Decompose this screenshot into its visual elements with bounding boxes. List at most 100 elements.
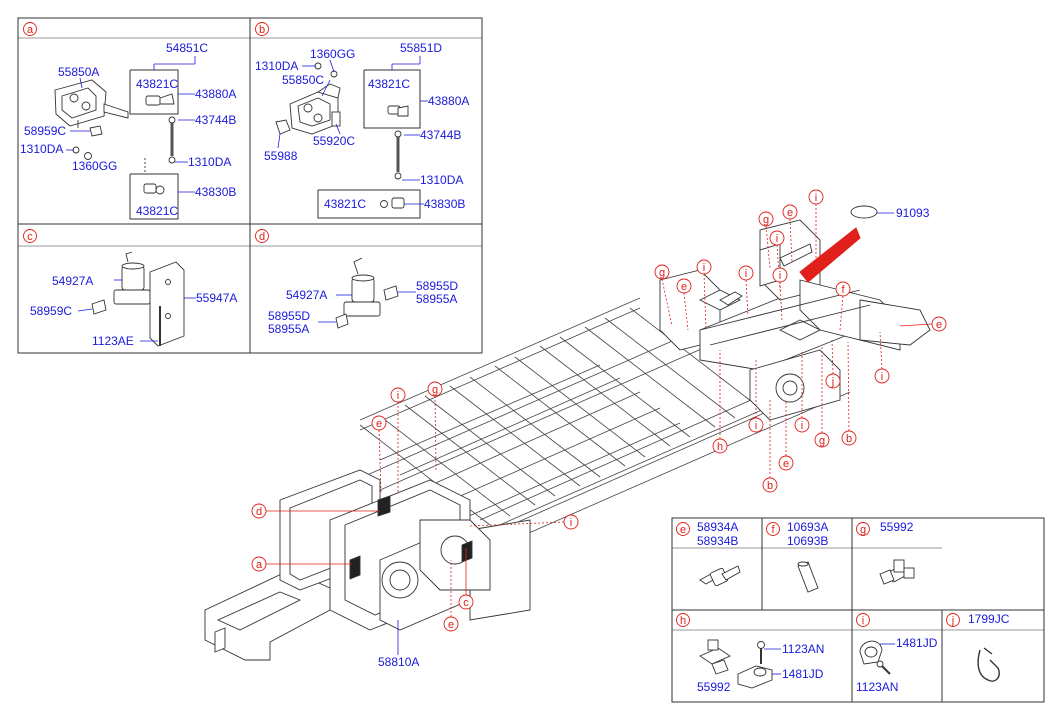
panel-c-letter: c bbox=[27, 231, 33, 243]
panel-b-badge bbox=[255, 22, 269, 36]
part-label: 58955D bbox=[268, 309, 310, 323]
panel-c: c 54927A 55947A 58959C 1123AE bbox=[23, 229, 237, 348]
connector-fitting-drawing bbox=[699, 565, 741, 587]
callout-c: c bbox=[463, 597, 469, 609]
callout-i: i bbox=[776, 233, 778, 245]
part-label: 1310DA bbox=[188, 155, 231, 169]
part-label: 1360GG bbox=[310, 47, 355, 61]
part-label: 10693B bbox=[787, 534, 828, 548]
callout-e: e bbox=[448, 619, 454, 631]
red-cover-strip bbox=[799, 227, 861, 283]
part-label: 55992 bbox=[697, 680, 731, 694]
part-label: 43821C bbox=[368, 77, 410, 91]
clip-drawing bbox=[859, 640, 891, 675]
legend-h-letter: h bbox=[680, 615, 686, 627]
panel-c-badge bbox=[23, 229, 37, 243]
part-label: 1310DA bbox=[255, 59, 298, 73]
callout-g: g bbox=[819, 435, 825, 447]
part-label: 1481JD bbox=[782, 667, 824, 681]
bracket-assembly-drawing bbox=[275, 83, 341, 135]
part-label: 43821C bbox=[136, 204, 178, 218]
chassis-frame-drawing: 91093 58810A bbox=[204, 205, 931, 669]
part-label: 58934A bbox=[697, 520, 738, 534]
callout-b: b bbox=[846, 433, 852, 445]
callout-i: i bbox=[779, 270, 781, 282]
panel-a-letter: a bbox=[27, 24, 34, 36]
small-parts-drawing bbox=[72, 125, 103, 160]
callout-i: i bbox=[397, 390, 399, 402]
part-label: 58955A bbox=[268, 322, 309, 336]
part-label: 1360GG bbox=[72, 159, 117, 173]
panel-d: d 54927A 58955D 58955A 58955D 58955A bbox=[255, 229, 458, 336]
part-label: 1123AN bbox=[782, 642, 824, 656]
part-label: 58955D bbox=[416, 279, 458, 293]
callout-a: a bbox=[256, 559, 263, 571]
bracket-assembly-drawing bbox=[54, 79, 129, 128]
sleeve-drawing bbox=[797, 561, 819, 593]
part-label: 55850A bbox=[58, 65, 99, 79]
part-label: 43880A bbox=[195, 87, 236, 101]
callout-g: g bbox=[659, 267, 665, 279]
callout-f: f bbox=[841, 284, 845, 296]
tee-fitting-drawing bbox=[879, 559, 915, 585]
part-label: 1310DA bbox=[420, 173, 463, 187]
callout-i: i bbox=[881, 371, 883, 383]
fitting-drawing bbox=[387, 105, 409, 117]
part-label: 55851D bbox=[400, 41, 442, 55]
panel-a: a 54851C 55850A 43821C 43880A 43744B 589… bbox=[20, 22, 236, 220]
part-label: 43744B bbox=[420, 128, 461, 142]
tee-fitting-drawing bbox=[699, 639, 731, 675]
part-label: 1799JC bbox=[968, 612, 1010, 626]
part-label: 43821C bbox=[136, 77, 178, 91]
callout-e: e bbox=[787, 207, 793, 219]
lower-fitting-drawing bbox=[143, 183, 165, 195]
panel-b: b 1360GG 55851D 1310DA 55850C 43821C 438… bbox=[255, 22, 469, 219]
callout-b: b bbox=[767, 480, 773, 492]
solenoid-valve-drawing bbox=[113, 251, 151, 305]
part-label: 10693A bbox=[787, 520, 828, 534]
callout-i: i bbox=[570, 517, 572, 529]
panel-a-badge bbox=[23, 22, 37, 36]
part-label: 43830B bbox=[424, 197, 465, 211]
part-label: 58959C bbox=[30, 304, 72, 318]
legend-g-letter: g bbox=[860, 524, 866, 536]
panel-b-letter: b bbox=[259, 24, 265, 36]
rear-frame bbox=[659, 219, 931, 421]
part-label: 43880A bbox=[428, 94, 469, 108]
part-label-58810A: 58810A bbox=[378, 655, 419, 669]
callout-e: e bbox=[936, 319, 942, 331]
part-label: 1310DA bbox=[20, 142, 63, 156]
callout-i: i bbox=[755, 420, 757, 432]
mounting-bracket-drawing bbox=[149, 261, 185, 347]
callout-d: d bbox=[256, 506, 262, 518]
callout-e: e bbox=[783, 458, 789, 470]
part-label: 43744B bbox=[195, 113, 236, 127]
callout-i: i bbox=[703, 262, 705, 274]
callout-i: i bbox=[815, 192, 817, 204]
callout-j: j bbox=[831, 376, 834, 388]
callout-h: h bbox=[717, 441, 723, 453]
part-label: 54851C bbox=[166, 41, 208, 55]
part-label: 54927A bbox=[52, 274, 93, 288]
plug-cap-drawing bbox=[850, 205, 878, 219]
clamp-bolt-drawing bbox=[737, 641, 773, 689]
part-label: 55992 bbox=[880, 520, 914, 534]
part-label: 55850C bbox=[282, 73, 324, 87]
part-label: 1123AN bbox=[856, 680, 898, 694]
part-label: 55988 bbox=[264, 149, 298, 163]
part-label: 58959C bbox=[24, 124, 66, 138]
callout-e: e bbox=[376, 418, 382, 430]
part-label: 43830B bbox=[195, 185, 236, 199]
part-label: 55947A bbox=[196, 291, 237, 305]
callout-g: g bbox=[432, 384, 438, 396]
legend-i-letter: i bbox=[862, 615, 864, 627]
callout-i: i bbox=[745, 268, 747, 280]
panel-d-letter: d bbox=[259, 231, 265, 243]
wire-clip-drawing bbox=[977, 647, 1000, 682]
part-label-91093: 91093 bbox=[896, 206, 930, 220]
part-label: 58934B bbox=[697, 534, 738, 548]
part-label: 58955A bbox=[416, 292, 457, 306]
callouts: i g e i g e i i i f e j i i i g b h e bbox=[251, 189, 947, 632]
part-label: 55920C bbox=[313, 134, 355, 148]
